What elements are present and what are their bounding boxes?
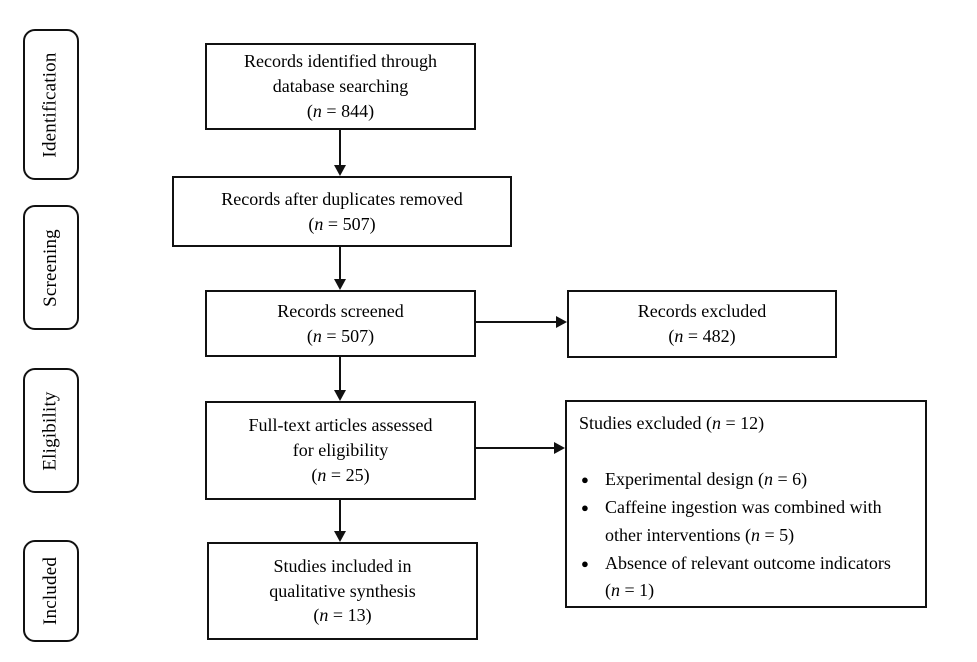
count-n: n <box>312 325 322 346</box>
count-n: n <box>319 605 329 626</box>
count-n: n <box>611 580 620 601</box>
count-post: = 13) <box>328 605 372 626</box>
count-pre: Experimental design ( <box>605 469 764 490</box>
count-n: n <box>317 464 327 485</box>
box-title-line: Records screened <box>277 300 404 321</box>
count-n: n <box>312 100 322 121</box>
stage-label-identification: Identification <box>23 29 79 180</box>
box-count: (n = 507) <box>308 212 375 237</box>
count-pre: ( <box>306 100 313 121</box>
box-count: (n = 844) <box>307 99 374 124</box>
count-pre: ( <box>308 213 315 234</box>
box-title-line: Records after duplicates removed <box>221 188 463 209</box>
count-post: = 1) <box>620 580 655 601</box>
box-studies-included: Studies included in qualitative synthesi… <box>207 542 478 640</box>
stage-label-eligibility: Eligibility <box>23 368 79 493</box>
arrow-duplicates-to-screened <box>339 247 341 280</box>
box-count: (n = 25) <box>311 463 369 488</box>
bullet-icon: ● <box>581 472 589 488</box>
box-records-screened: Records screened (n = 507) <box>205 290 476 357</box>
stage-label-screening: Screening <box>23 205 79 330</box>
box-title-line: Records excluded <box>637 301 767 322</box>
list-item: ● Absence of relevant outcome indicators… <box>579 550 913 605</box>
arrowhead-down-icon <box>334 531 346 542</box>
count-post: = 12) <box>720 413 765 433</box>
count-pre: ( <box>311 464 318 485</box>
arrow-screened-to-fulltext <box>339 357 341 391</box>
count-pre: ( <box>306 325 313 346</box>
studies-excluded-header: Studies excluded (n = 12) <box>579 411 913 435</box>
arrow-screened-to-excluded <box>476 321 557 323</box>
arrowhead-right-icon <box>556 316 567 328</box>
stage-label-text: Identification <box>40 51 61 158</box>
count-post: = 5) <box>759 525 795 546</box>
count-n: n <box>750 525 760 546</box>
box-count: (n = 507) <box>307 324 374 349</box>
arrowhead-down-icon <box>334 390 346 401</box>
bullet-icon: ● <box>581 500 589 516</box>
box-duplicates-removed: Records after duplicates removed (n = 50… <box>172 176 512 247</box>
count-n: n <box>674 326 684 346</box>
exclusion-reason-text: Caffeine ingestion was combined with oth… <box>605 494 901 549</box>
list-item: ● Caffeine ingestion was combined with o… <box>579 494 913 549</box>
count-post: = 507) <box>323 213 376 234</box>
count-post: = 507) <box>321 325 375 346</box>
count-post: = 482) <box>683 326 736 346</box>
box-studies-excluded: Studies excluded (n = 12) ● Experimental… <box>565 400 927 608</box>
count-pre: Absence of relevant outcome indicators ( <box>605 552 891 601</box>
count-post: = 6) <box>772 469 808 490</box>
list-item: ● Experimental design (n = 6) <box>579 466 913 494</box>
box-title-line: qualitative synthesis <box>269 580 416 601</box>
count-post: = 844) <box>321 100 375 121</box>
count-post: = 25) <box>326 464 370 485</box>
count-n: n <box>763 469 773 490</box>
bullet-icon: ● <box>581 555 589 571</box>
box-title-line: database searching <box>272 76 409 97</box>
stage-label-text: Included <box>40 556 62 626</box>
box-title-line: for eligibility <box>292 440 389 461</box>
box-title-line: Studies included in <box>273 555 412 576</box>
count-pre: Caffeine ingestion was combined with oth… <box>605 497 882 546</box>
box-records-identified: Records identified through database sear… <box>205 43 476 130</box>
box-count: (n = 482) <box>668 324 735 349</box>
arrow-fulltext-to-included <box>339 500 341 532</box>
box-count: (n = 13) <box>313 603 371 628</box>
count-n: n <box>314 213 324 234</box>
count-pre: ( <box>668 326 675 346</box>
box-title-line: Records identified through <box>244 51 437 72</box>
stage-label-text: Eligibility <box>40 390 62 471</box>
arrowhead-right-icon <box>554 442 565 454</box>
arrowhead-down-icon <box>334 279 346 290</box>
arrow-identified-to-duplicates <box>339 130 341 166</box>
stage-label-included: Included <box>23 540 79 642</box>
count-n: n <box>711 413 721 433</box>
count-pre: Studies excluded ( <box>579 413 712 433</box>
box-title-line: Full-text articles assessed <box>248 415 433 436</box>
arrow-fulltext-to-excluded <box>476 447 555 449</box>
box-fulltext-assessed: Full-text articles assessed for eligibil… <box>205 401 476 500</box>
exclusion-reason-text: Absence of relevant outcome indicators (… <box>605 550 901 605</box>
arrowhead-down-icon <box>334 165 346 176</box>
stage-label-text: Screening <box>40 228 61 307</box>
exclusion-reason-list: ● Experimental design (n = 6) ● Caffeine… <box>579 466 913 605</box>
exclusion-reason-text: Experimental design (n = 6) <box>605 466 901 494</box>
box-records-excluded: Records excluded (n = 482) <box>567 290 837 358</box>
count-pre: ( <box>313 605 320 626</box>
